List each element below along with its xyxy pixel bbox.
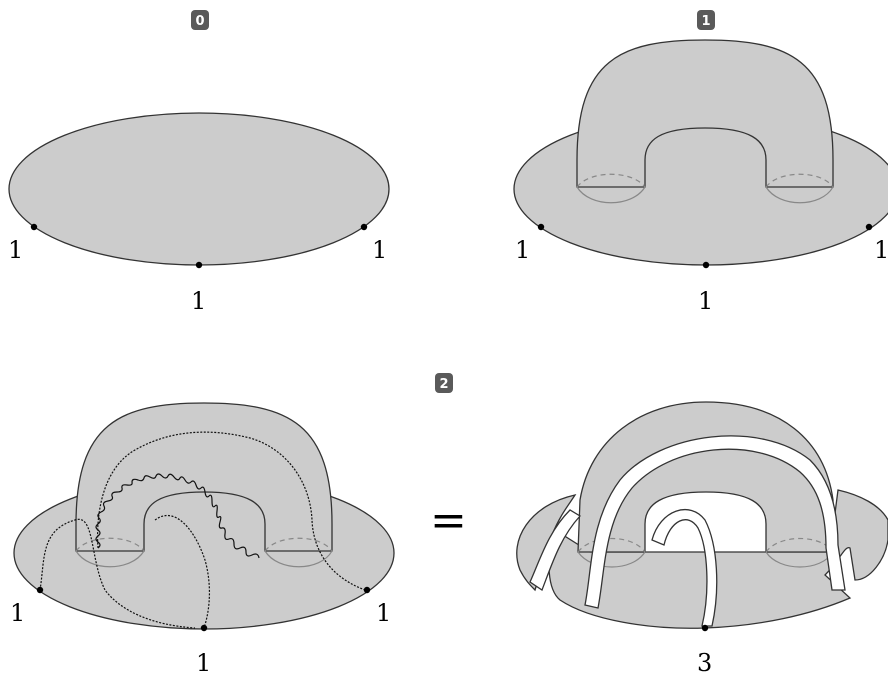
puncture-right — [363, 586, 371, 594]
puncture-left — [36, 586, 44, 594]
badge-2-label: 2 — [439, 377, 448, 392]
hole-left-back — [75, 537, 145, 552]
panel-0-label-bottom: 1 — [191, 287, 206, 315]
cut-strip-outer — [584, 435, 846, 609]
hole-left-front — [577, 551, 646, 568]
badge-2: 2 — [435, 373, 453, 393]
panel-0-disk: 1 1 1 — [8, 112, 390, 315]
hole-right-back — [765, 537, 834, 553]
badge-0-label: 0 — [195, 14, 204, 29]
panel-2-label-right: 1 — [376, 599, 391, 627]
puncture-left — [30, 223, 38, 231]
disk-surface — [13, 476, 395, 630]
puncture-left — [537, 223, 545, 231]
cut-strip-left — [529, 509, 582, 591]
puncture-right — [865, 223, 873, 231]
gluon-left-loop — [39, 518, 196, 629]
hole-left-back — [576, 173, 646, 188]
panel-2-handle-gluons: 1 1 1 — [10, 402, 395, 677]
panel-1-handle: 1 1 1 — [513, 39, 888, 315]
left-flap — [516, 494, 577, 592]
hole-right-front — [765, 186, 834, 204]
panel-2-label-left: 1 — [10, 599, 25, 627]
hole-left-front — [75, 550, 145, 568]
panel-1-label-left: 1 — [515, 236, 530, 264]
equals-sign: = — [430, 495, 467, 546]
gluon-outer-arc — [97, 431, 366, 591]
gluon-inner — [154, 514, 211, 629]
gluon-coil-outer — [95, 473, 260, 559]
panel-1-label-right: 1 — [874, 236, 888, 264]
handle-surface — [576, 39, 834, 188]
puncture-bottom — [702, 261, 710, 269]
puncture-bottom — [701, 624, 709, 632]
panel-0-label-left: 1 — [8, 236, 23, 264]
hole-right-back — [765, 173, 834, 188]
badge-0: 0 — [191, 10, 209, 30]
hole-right-back — [264, 537, 333, 552]
handle-surface — [577, 401, 834, 553]
handle-surface — [75, 402, 333, 552]
puncture-bottom — [195, 261, 203, 269]
disk-surface — [8, 112, 390, 266]
panel-1-label-bottom: 1 — [698, 287, 713, 315]
hole-left-back — [577, 537, 646, 553]
panel-3-cut-surface: 3 — [516, 401, 888, 677]
panel-3-label-bottom: 3 — [697, 649, 712, 677]
badge-1: 1 — [697, 10, 715, 30]
panel-2-label-bottom: 1 — [196, 649, 211, 677]
hole-right-front — [264, 550, 333, 568]
panel-0-label-right: 1 — [372, 236, 387, 264]
puncture-bottom — [200, 624, 208, 632]
puncture-right — [360, 223, 368, 231]
badge-1-label: 1 — [701, 14, 710, 29]
hole-left-front — [576, 186, 646, 204]
